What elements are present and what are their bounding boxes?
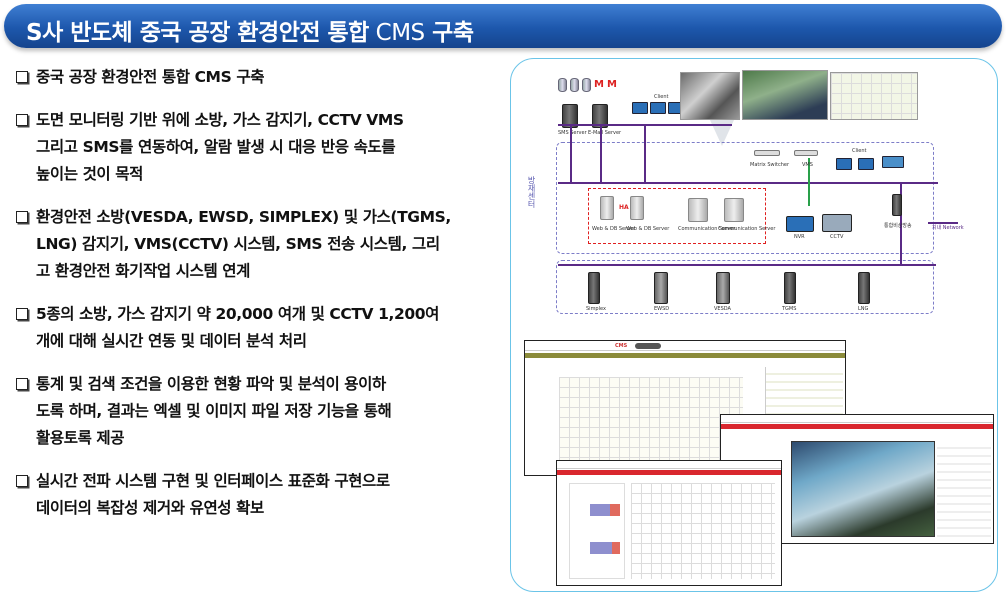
checkbox-bullet-icon [16, 114, 28, 126]
network-line [600, 124, 602, 182]
vms-label: VMS [802, 162, 813, 168]
floorplan-thumbnail [830, 72, 918, 120]
ewsd-device-icon [654, 272, 668, 304]
monitor-icon [858, 158, 874, 170]
vesda-device-icon [716, 272, 730, 304]
bullet-list: 중국 공장 환경안전 통합 CMS 구축 도면 모니터링 기반 위에 소방, 가… [14, 64, 474, 538]
checkbox-bullet-icon [16, 71, 28, 83]
communication-server-label: Communication Server [718, 226, 776, 232]
bar-segment [590, 504, 610, 516]
server-group-box [588, 188, 766, 244]
checkbox-bullet-icon [16, 378, 28, 390]
bar-segment [610, 504, 620, 516]
client-right-label: Client [852, 148, 867, 154]
cctv-wall-thumbnail [680, 72, 740, 120]
bullet-item: 도면 모니터링 기반 위에 소방, 가스 감지기, CCTV VMS 그리고 S… [14, 107, 474, 188]
nvr-label: NVR [794, 234, 805, 240]
web-db-server-label: Web & DB Server [626, 226, 670, 232]
factory-view-thumbnail [742, 70, 828, 120]
network-line [558, 264, 936, 266]
simplex-device-icon [588, 272, 600, 304]
checkbox-bullet-icon [16, 211, 28, 223]
floorplan-screenshot: CMS [524, 340, 846, 476]
client-top-label: Client [654, 94, 669, 100]
network-line [900, 182, 902, 264]
page-title: S사 반도체 중국 공장 환경안전 통합 CMS 구축 [26, 20, 474, 46]
database-icon [558, 78, 567, 92]
database-icon [582, 78, 591, 92]
network-line [570, 124, 572, 182]
menu-bar [525, 353, 845, 358]
title-banner: S사 반도체 중국 공장 환경안전 통합 CMS 구축 [4, 4, 1002, 48]
broadcast-label: 통합비상방송 [884, 223, 912, 229]
communication-server-icon [724, 198, 744, 222]
menu-tab [635, 343, 661, 349]
device-label: TGMS [782, 306, 797, 312]
network-label: 지내 Network [932, 225, 964, 231]
field-devices-region [556, 260, 934, 314]
sms-server-label: SMS Server [558, 130, 587, 136]
bar-segment [590, 542, 612, 554]
network-line [928, 222, 958, 224]
menu-bar [557, 470, 781, 475]
control-center-region [556, 142, 934, 254]
communication-server-icon [688, 198, 708, 222]
web-db-server-icon [600, 196, 614, 220]
screen-header [525, 341, 845, 351]
cms-logo: CMS [615, 343, 628, 349]
checkbox-bullet-icon [16, 475, 28, 487]
email-server-label: E-Mail Server [588, 130, 622, 136]
scatter-panel [631, 483, 775, 579]
device-label: EWSD [654, 306, 670, 312]
statistics-screenshot [556, 460, 782, 586]
alarm-list-table [937, 441, 991, 537]
network-line [558, 182, 938, 184]
mail-icon: M [607, 79, 617, 90]
cctv-video-feed [791, 441, 935, 537]
database-icon [570, 78, 579, 92]
bullet-item: 실시간 전파 시스템 구현 및 인터페이스 표준화 구현으로 데이터의 복잡성 … [14, 468, 474, 522]
bullet-item: 5종의 소방, 가스 감지기 약 20,000 여개 및 CCTV 1,200여… [14, 301, 474, 355]
nvr-icon [786, 216, 814, 232]
cctv-label: CCTV [830, 234, 844, 240]
monitor-icon [836, 158, 852, 170]
bar-segment [612, 542, 620, 554]
bar-chart-panel [569, 483, 625, 579]
vms-icon [794, 150, 818, 156]
monitor-icon [650, 102, 666, 114]
monitor-icon [632, 102, 648, 114]
floorplan-grid [559, 377, 743, 467]
web-db-server-label: Web & DB Server [592, 226, 636, 232]
screen-header [557, 461, 781, 469]
video-line [808, 158, 810, 206]
network-line [644, 124, 646, 182]
mail-icon: M [594, 79, 604, 90]
architecture-diagram: M M SMS Server E-Mail Server Client 방재센터… [518, 66, 994, 318]
web-db-server-icon [630, 196, 644, 220]
device-label: Simplex [586, 306, 606, 312]
device-label: LNG [858, 306, 869, 312]
tgms-device-icon [784, 272, 796, 304]
communication-server-label: Communication Server [678, 226, 736, 232]
bullet-item: 통계 및 검색 조건을 이용한 현황 파악 및 분석이 용이하 도록 하며, 결… [14, 371, 474, 452]
checkbox-bullet-icon [16, 308, 28, 320]
matrix-switcher-icon [754, 150, 780, 156]
monitor-icon [882, 156, 904, 168]
screen-header [721, 415, 993, 423]
control-center-label: 방재센터 [527, 176, 536, 208]
broadcast-icon [892, 194, 902, 216]
bullet-item: 중국 공장 환경안전 통합 CMS 구축 [14, 64, 474, 91]
ha-label: HA [619, 204, 629, 211]
bullet-item: 환경안전 소방(VESDA, EWSD, SIMPLEX) 및 가스(TGMS,… [14, 204, 474, 285]
lng-device-icon [858, 272, 870, 304]
matrix-switcher-label: Matrix Switcher [750, 162, 789, 168]
cctv-camera-icon [822, 214, 852, 232]
menu-bar [721, 424, 993, 429]
device-label: VESDA [714, 306, 731, 312]
